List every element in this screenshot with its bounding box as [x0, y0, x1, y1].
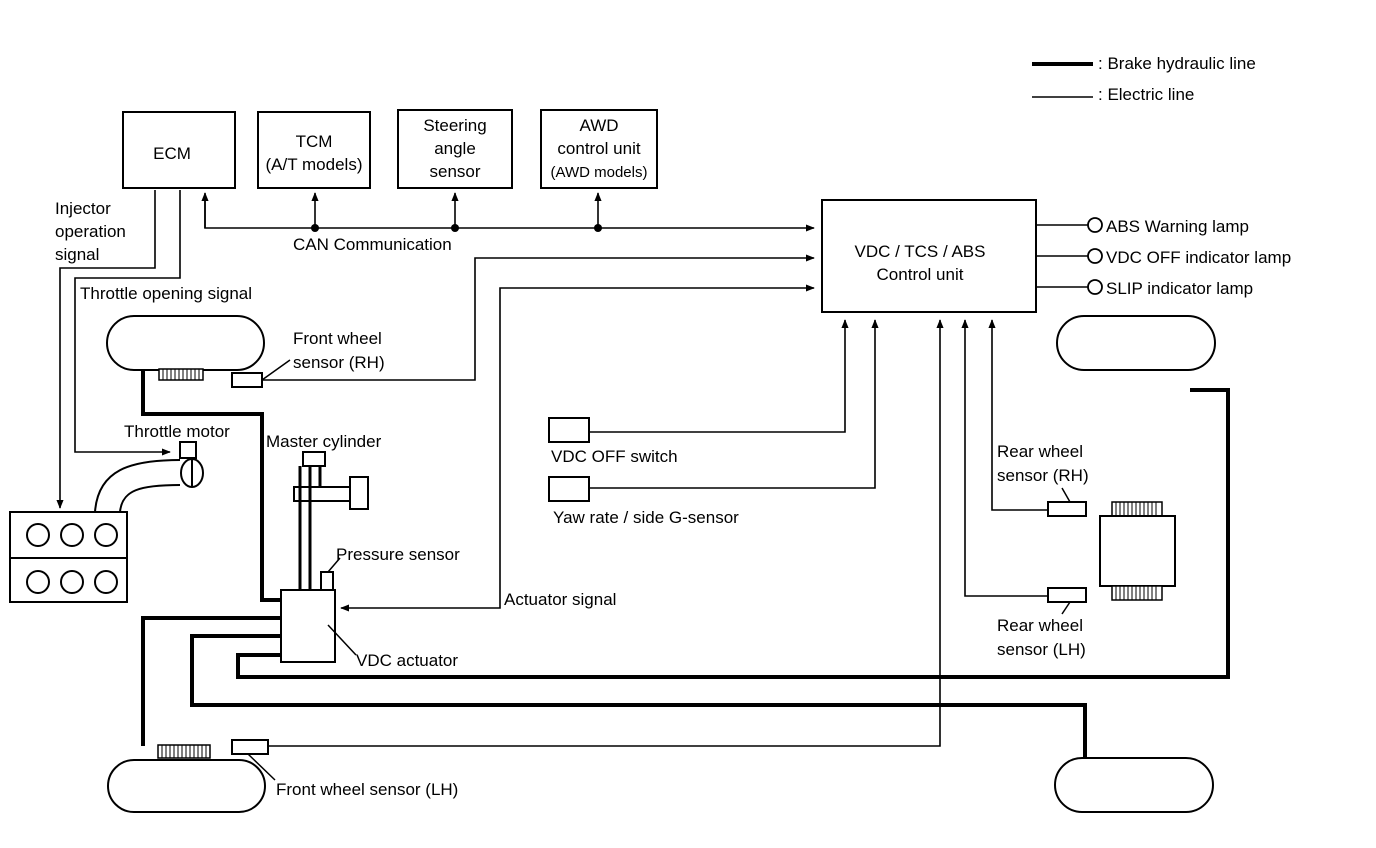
hydraulic-line-front-rh [141, 370, 281, 602]
rear-rh-sensor-wire [988, 319, 1048, 511]
awd-label-1: AWD [579, 116, 618, 135]
injector-signal-label-2: operation [55, 222, 126, 241]
can-communication-label: CAN Communication [293, 235, 452, 254]
actuator-signal-wire [340, 284, 815, 612]
legend-hydraulic-label: : Brake hydraulic line [1098, 54, 1256, 73]
rear-lh-sensor-wire [961, 319, 1048, 597]
throttle-motor-label: Throttle motor [124, 422, 230, 441]
steering-label-3: sensor [429, 162, 480, 181]
vdc-off-switch-label: VDC OFF switch [551, 447, 678, 466]
lamp-vdc-off: VDC OFF indicator lamp [1036, 248, 1291, 267]
yaw-sensor-label: Yaw rate / side G-sensor [553, 508, 739, 527]
injector-signal-label-1: Injector [55, 199, 111, 218]
vdc-off-lamp-label: VDC OFF indicator lamp [1106, 248, 1291, 267]
tcm-label-1: TCM [296, 132, 333, 151]
front-lh-sensor-wire [268, 319, 944, 747]
wheel-rear-lh [1054, 757, 1214, 813]
vdc-off-switch-wire [590, 319, 849, 433]
yaw-rate-sensor: Yaw rate / side G-sensor [548, 476, 739, 527]
wheel-front-rh: Front wheel sensor (RH) [106, 315, 385, 388]
lamp-abs-warning: ABS Warning lamp [1036, 217, 1249, 236]
tcm-box: TCM (A/T models) [257, 111, 371, 189]
master-cylinder: Master cylinder [266, 432, 382, 590]
legend-electric-label: : Electric line [1098, 85, 1194, 104]
vdc-actuator-label: VDC actuator [356, 651, 458, 670]
intake-duct [94, 459, 181, 513]
awd-unit-box: AWD control unit (AWD models) [540, 109, 658, 189]
hydraulic-line-rear-rh [236, 388, 1230, 679]
vdc-off-switch: VDC OFF switch [548, 417, 678, 466]
vdc-actuator: VDC actuator [280, 589, 458, 670]
injector-signal-label-3: signal [55, 245, 99, 264]
rear-rh-label-2: sensor (RH) [997, 466, 1089, 485]
control-unit-label-1: VDC / TCS / ABS [854, 242, 985, 261]
engine-block [9, 511, 128, 603]
throttle-motor: Throttle motor [124, 422, 230, 488]
rear-differential [1099, 501, 1176, 601]
wheel-front-lh: Front wheel sensor (LH) [107, 739, 458, 813]
tcm-label-2: (A/T models) [266, 155, 363, 174]
injector-signal-wire [56, 190, 156, 509]
rear-lh-label-1: Rear wheel [997, 616, 1083, 635]
hydraulic-line-front-lh [141, 616, 281, 746]
ecm-box: ECM [122, 111, 236, 189]
ecm-label: ECM [153, 144, 191, 163]
wheel-rear-rh [1056, 315, 1216, 371]
pressure-sensor: Pressure sensor [320, 545, 460, 591]
steering-label-1: Steering [423, 116, 486, 135]
steering-sensor-box: Steering angle sensor [397, 109, 513, 189]
front-rh-label-1: Front wheel [293, 329, 382, 348]
front-lh-wheel-sensor [231, 739, 269, 755]
lamp-slip: SLIP indicator lamp [1036, 279, 1253, 298]
pressure-sensor-label: Pressure sensor [336, 545, 460, 564]
master-cylinder-label: Master cylinder [266, 432, 382, 451]
rear-rh-wheel-sensor: Rear wheel sensor (RH) [997, 442, 1089, 517]
awd-label-2: control unit [557, 139, 640, 158]
front-lh-label: Front wheel sensor (LH) [276, 780, 458, 799]
yaw-sensor-wire [590, 319, 879, 489]
control-unit-box: VDC / TCS / ABS Control unit [821, 199, 1037, 313]
control-unit-label-2: Control unit [877, 265, 964, 284]
hydraulic-line-rear-lh [190, 634, 1087, 760]
actuator-signal-label: Actuator signal [504, 590, 616, 609]
front-rh-label-2: sensor (RH) [293, 353, 385, 372]
slip-lamp-label: SLIP indicator lamp [1106, 279, 1253, 298]
rear-lh-wheel-sensor: Rear wheel sensor (LH) [997, 587, 1087, 659]
throttle-signal-label: Throttle opening signal [80, 284, 252, 303]
legend: : Brake hydraulic line : Electric line [1032, 54, 1256, 104]
steering-label-2: angle [434, 139, 476, 158]
rear-rh-label-1: Rear wheel [997, 442, 1083, 461]
rear-lh-label-2: sensor (LH) [997, 640, 1086, 659]
awd-label-3: (AWD models) [551, 164, 648, 181]
front-rh-wheel-sensor [231, 372, 263, 388]
abs-lamp-label: ABS Warning lamp [1106, 217, 1249, 236]
can-bus: CAN Communication [201, 192, 815, 254]
throttle-signal-wire [74, 190, 181, 456]
